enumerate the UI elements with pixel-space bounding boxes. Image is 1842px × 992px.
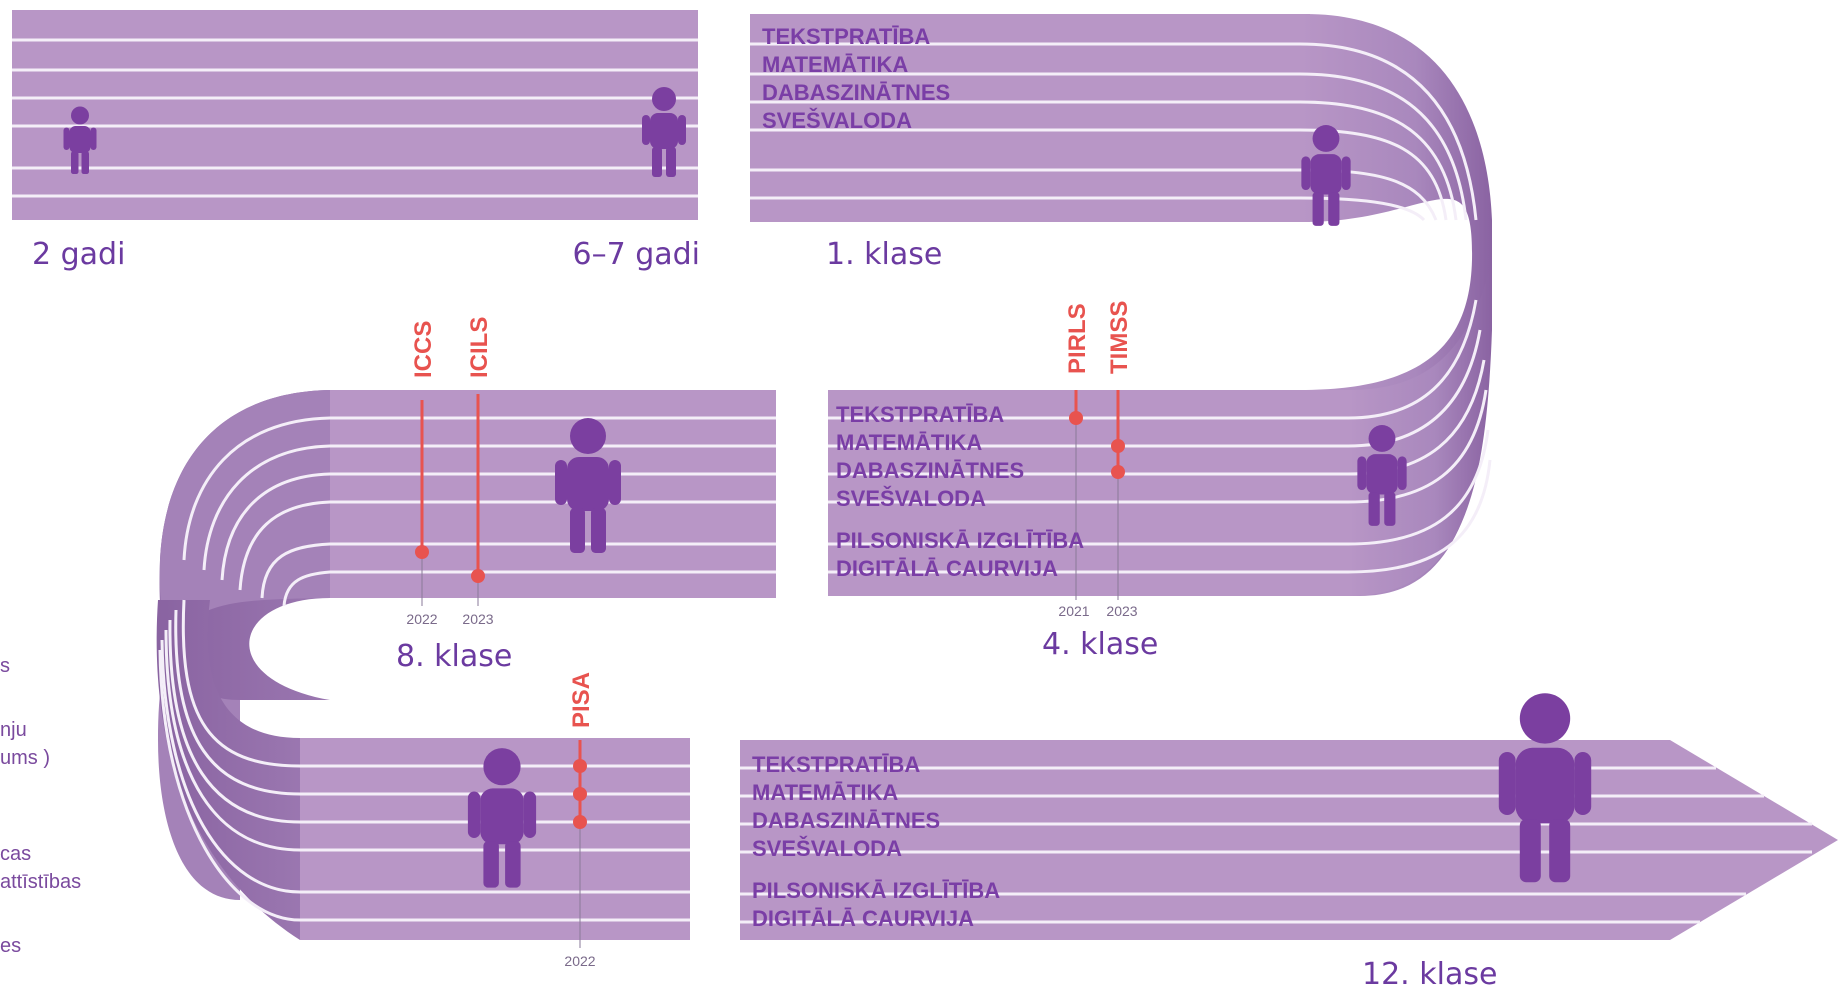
subject-label: DABASZINĀTNES xyxy=(752,808,940,833)
legend-fragment: ums ) xyxy=(0,747,50,769)
legend-fragment: attīstības xyxy=(0,871,81,893)
subject-label: SVEŠVALODA xyxy=(762,108,912,133)
subject-label: MATEMĀTIKA xyxy=(752,780,898,805)
stage-label-age-6-7: 6–7 gadi xyxy=(572,237,700,272)
legend-fragment: es xyxy=(0,935,21,957)
band-grade-4 xyxy=(828,260,1492,596)
stage-label-grade-8: 8. klase xyxy=(396,639,512,674)
subject-label: SVEŠVALODA xyxy=(752,836,902,861)
stage-label-age-2: 2 gadi xyxy=(32,237,125,272)
subject-label: DIGITĀLĀ CAURVIJA xyxy=(836,556,1058,581)
study-icils-year: 2023 xyxy=(462,611,493,627)
subject-label: DABASZINĀTNES xyxy=(762,80,950,105)
subject-label: TEKSTPRATĪBA xyxy=(762,24,930,49)
legend-fragment: nju xyxy=(0,719,27,741)
stage-label-grade-1: 1. klase xyxy=(826,237,942,272)
subjects-grade-12: TEKSTPRATĪBA MATEMĀTIKA DABASZINĀTNES SV… xyxy=(752,752,1000,931)
band-grade-8 xyxy=(158,390,776,900)
subject-label: SVEŠVALODA xyxy=(836,486,986,511)
legend-fragments: s nju ums ) cas attīstības es xyxy=(0,655,81,957)
study-pisa-year: 2022 xyxy=(564,953,595,969)
study-pirls-label: PIRLS xyxy=(1064,303,1091,374)
subject-label: TEKSTPRATĪBA xyxy=(752,752,920,777)
study-iccs-label: ICCS xyxy=(410,321,437,378)
subject-label: MATEMĀTIKA xyxy=(762,52,908,77)
subject-label: TEKSTPRATĪBA xyxy=(836,402,1004,427)
stage-label-grade-4: 4. klase xyxy=(1042,627,1158,662)
legend-fragment: s xyxy=(0,655,10,677)
subject-label: PILSONISKĀ IZGLĪTĪBA xyxy=(752,878,1000,903)
legend-fragment: cas xyxy=(0,843,31,865)
subjects-grade-1: TEKSTPRATĪBA MATEMĀTIKA DABASZINĀTNES SV… xyxy=(762,24,950,133)
study-timss-year: 2023 xyxy=(1106,603,1137,619)
subject-label: DIGITĀLĀ CAURVIJA xyxy=(752,906,974,931)
stage-label-grade-12: 12. klase xyxy=(1362,957,1497,992)
subject-label: MATEMĀTIKA xyxy=(836,430,982,455)
stage-labels: 2 gadi 6–7 gadi 1. klase 4. klase 8. kla… xyxy=(32,237,1497,992)
subjects-grade-4: TEKSTPRATĪBA MATEMĀTIKA DABASZINĀTNES SV… xyxy=(836,402,1084,581)
study-pisa-label: PISA xyxy=(568,672,595,728)
subject-label: PILSONISKĀ IZGLĪTĪBA xyxy=(836,528,1084,553)
study-pirls-year: 2021 xyxy=(1058,603,1089,619)
subject-label: DABASZINĀTNES xyxy=(836,458,1024,483)
band-early-childhood xyxy=(12,10,698,220)
study-icils-label: ICILS xyxy=(466,317,493,378)
study-markers: ICCS 2022 ICILS 2023 PIRLS 2021 TIMSS 20… xyxy=(406,301,1137,969)
study-iccs-year: 2022 xyxy=(406,611,437,627)
study-timss-label: TIMSS xyxy=(1106,301,1133,374)
